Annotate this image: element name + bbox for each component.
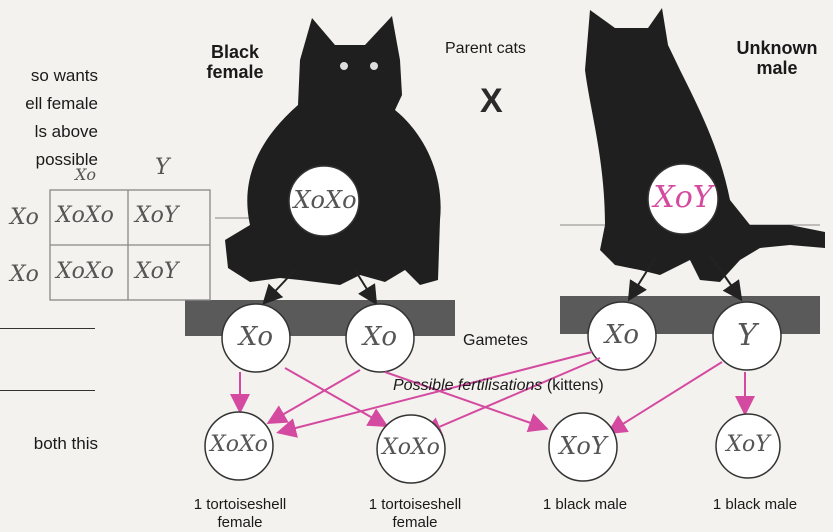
gamete-genotype: Y (737, 318, 757, 353)
punnett-col-header: Y (155, 155, 170, 180)
punnett-cell: XoXo (56, 259, 114, 284)
female-genotype-circle (288, 165, 360, 237)
gamete-genotype: Xo (604, 320, 640, 350)
male-genotype: XoY (653, 180, 713, 215)
black-female-label: Black female (206, 42, 264, 82)
kitten-label: 1 tortoiseshell female (368, 496, 462, 531)
punnett-col-header: Xo (75, 165, 97, 184)
gamete-genotype: Xo (362, 322, 398, 352)
kitten-genotype: XoY (726, 432, 770, 457)
kitten-circle (204, 411, 274, 481)
punnett-cell: XoY (135, 259, 179, 284)
kitten-genotype: XoXo (210, 432, 268, 457)
kitten-label: 1 black male (712, 496, 798, 513)
unknown-male-cat-icon (585, 8, 825, 282)
left-text-block: so wants ell female ls above possible (25, 62, 98, 174)
cross-symbol: X (480, 82, 503, 120)
left-text-line: ell female (25, 94, 98, 113)
female-genotype: XoXo (293, 186, 357, 214)
kitten-label: 1 tortoiseshell female (193, 496, 287, 531)
kitten-circle (548, 412, 618, 482)
left-text-line: ls above (34, 122, 98, 141)
gamete-circle (712, 301, 782, 371)
punnett-square (49, 189, 211, 301)
kitten-circle (715, 413, 781, 479)
punnett-cell: XoY (135, 203, 179, 228)
gamete-genotype: Xo (238, 322, 274, 352)
unknown-male-label: Unknown male (736, 38, 818, 78)
fertilisations-label: Possible fertilisations (kittens) (393, 377, 604, 394)
punnett-row-header: Xo (10, 262, 39, 287)
parent-cats-label: Parent cats (445, 40, 526, 57)
kitten-circle (376, 414, 446, 484)
kitten-genotype: XoXo (382, 435, 440, 460)
left-text-line: possible (35, 150, 98, 169)
punnett-row-header: Xo (10, 205, 39, 230)
kitten-genotype: XoY (559, 432, 607, 460)
punnett-cell: XoXo (56, 203, 114, 228)
answer-line (0, 390, 95, 391)
gamete-circle (221, 303, 291, 373)
left-text-line: so wants (30, 66, 98, 85)
answer-line (0, 328, 95, 329)
gametes-label: Gametes (463, 332, 528, 349)
male-genotype-circle (647, 163, 719, 235)
gamete-circle (587, 301, 657, 371)
bottom-left-text: both this (33, 434, 98, 453)
black-female-cat-icon (225, 16, 441, 285)
kitten-label: 1 black male (542, 496, 628, 513)
gamete-circle (345, 303, 415, 373)
